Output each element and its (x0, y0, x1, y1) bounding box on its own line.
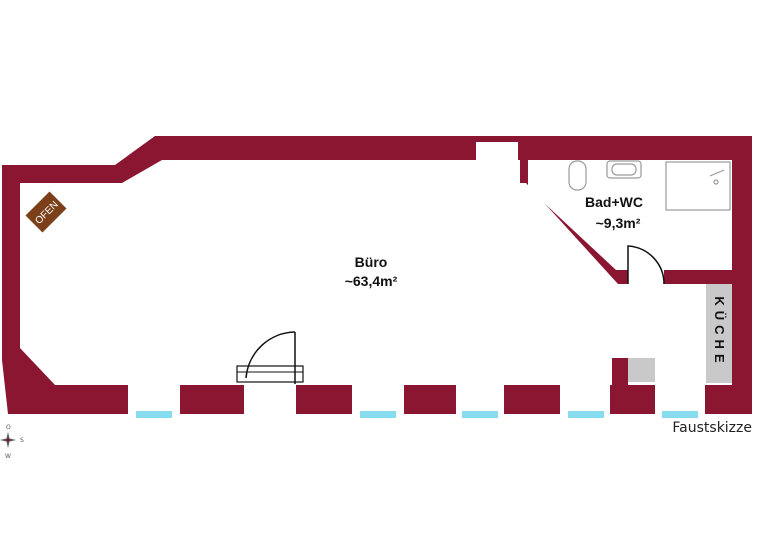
wall-gap-2 (352, 384, 404, 416)
wall-gap-5 (655, 384, 705, 416)
entrance-step (236, 365, 304, 383)
compass-rose: O S W (0, 424, 24, 460)
bathroom-door-swing (627, 245, 665, 285)
office-name: Büro (355, 254, 388, 270)
kitchen-name: KÜCHE (712, 296, 727, 367)
compass-north: O (6, 424, 11, 431)
bath-area: ~9,3m² (596, 215, 641, 231)
shower-icon (665, 161, 731, 211)
entrance-door-swing (245, 331, 296, 379)
window-2 (360, 411, 396, 418)
compass-east: S (20, 437, 24, 444)
toilet-icon (568, 160, 587, 191)
wall-gap-3 (456, 384, 504, 416)
window-4 (568, 411, 604, 418)
window-5 (662, 411, 698, 418)
kitchen-label: KÜCHE (712, 296, 727, 367)
wall-stub (612, 358, 628, 388)
shower-drain-icon (713, 179, 719, 185)
compass-south: W (5, 453, 11, 460)
entrance-gap (244, 384, 296, 416)
wall-gap-1 (128, 384, 180, 416)
compass-center (6, 438, 10, 442)
bath-name: Bad+WC (585, 194, 643, 210)
shower-head-icon (709, 169, 725, 177)
sketch-caption: Faustskizze (672, 420, 752, 436)
stove-icon: OFEN (25, 191, 67, 233)
sink-icon (606, 160, 642, 179)
wall-gap-4 (560, 384, 610, 416)
window-3 (462, 411, 498, 418)
kitchen-block (706, 284, 732, 383)
bathroom-door-gap (628, 268, 664, 286)
sink-basin-icon (611, 163, 637, 176)
window-1 (136, 411, 172, 418)
office-area: ~63,4m² (345, 273, 398, 289)
counter-block (628, 358, 655, 382)
bathroom-floor (528, 160, 732, 270)
wall-niche (476, 142, 518, 162)
